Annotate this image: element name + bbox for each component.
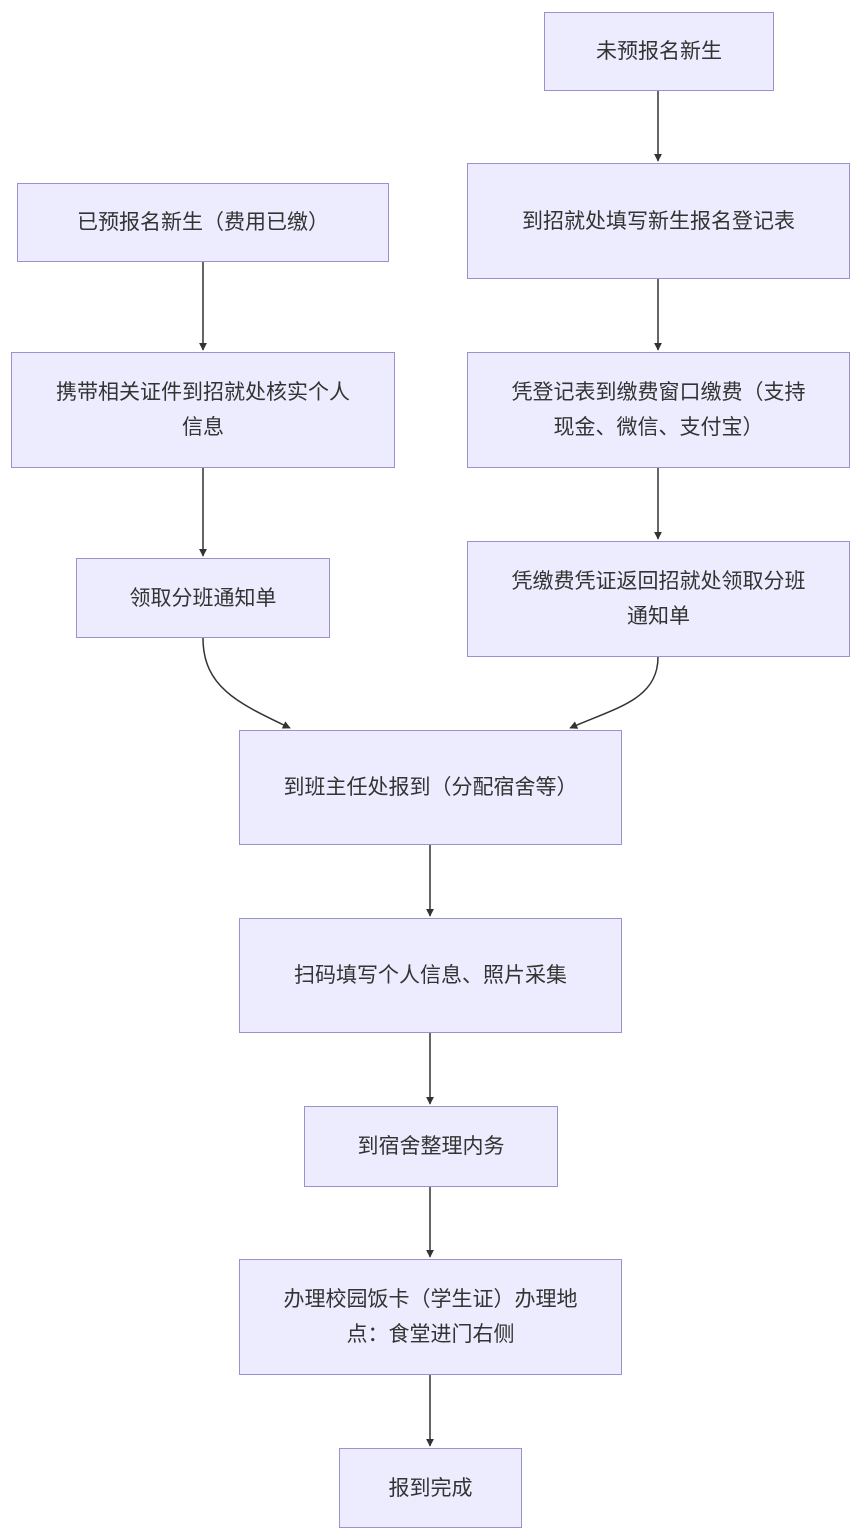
node-report-teacher: 到班主任处报到（分配宿舍等） [239, 730, 622, 845]
node-label: 携带相关证件到招就处核实个人信息 [56, 380, 350, 439]
node-label: 扫码填写个人信息、照片采集 [294, 963, 567, 987]
node-campus-card: 办理校园饭卡（学生证）办理地点：食堂进门右侧 [239, 1259, 622, 1375]
node-unregistered: 未预报名新生 [544, 12, 774, 91]
edge-return-receipt-to-report-teacher [569, 656, 659, 729]
node-label: 未预报名新生 [596, 39, 722, 63]
node-label: 领取分班通知单 [129, 585, 277, 610]
node-scan-code: 扫码填写个人信息、照片采集 [239, 918, 622, 1033]
edge-get-notice-to-report-teacher [202, 637, 291, 729]
node-preregistered: 已预报名新生（费用已缴） [17, 183, 389, 262]
node-pay-fee: 凭登记表到缴费窗口缴费（支持现金、微信、支付宝） [467, 352, 850, 468]
node-label: 到宿舍整理内务 [357, 1134, 505, 1158]
node-label: 报到完成 [388, 1475, 473, 1500]
node-return-receipt: 凭缴费凭证返回招就处领取分班通知单 [467, 541, 850, 657]
node-dorm: 到宿舍整理内务 [304, 1106, 558, 1187]
node-label: 到班主任处报到（分配宿舍等） [283, 775, 578, 799]
node-label: 到招就处填写新生报名登记表 [522, 208, 795, 233]
node-done: 报到完成 [339, 1448, 522, 1528]
node-label: 凭登记表到缴费窗口缴费（支持现金、微信、支付宝） [511, 380, 806, 439]
node-fill-form: 到招就处填写新生报名登记表 [467, 163, 850, 279]
node-label: 办理校园饭卡（学生证）办理地点：食堂进门右侧 [283, 1287, 578, 1346]
node-label: 已预报名新生（费用已缴） [77, 210, 329, 234]
node-label: 凭缴费凭证返回招就处领取分班通知单 [511, 569, 806, 628]
node-verify-docs: 携带相关证件到招就处核实个人信息 [11, 352, 395, 468]
node-get-notice: 领取分班通知单 [76, 558, 330, 638]
